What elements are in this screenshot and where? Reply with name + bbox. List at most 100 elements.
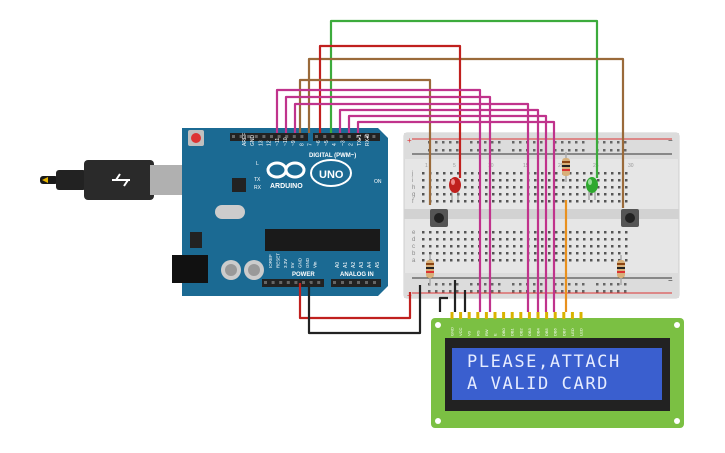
lcd-pin-label: DB4 — [536, 327, 541, 336]
top-pin-label: RX◂0 — [365, 134, 371, 146]
row-letters-bottom: e d c b a — [412, 230, 416, 264]
column-number-15: 15 — [523, 163, 529, 169]
wire-magenta-3 — [293, 102, 530, 312]
power-pin-label: GND — [298, 257, 303, 268]
top-pin-label: ~10 — [283, 137, 289, 146]
arduino-uno-board[interactable]: ARDUINO UNO DIGITAL (PWM~) POWER ANALOG … — [172, 128, 388, 296]
lcd-pin-label: RS — [475, 330, 480, 336]
push-button-1[interactable] — [430, 209, 448, 227]
row-letter-a: a — [412, 258, 416, 264]
column-number-1: 1 — [425, 163, 428, 169]
red-led[interactable] — [449, 177, 461, 200]
analog-pin-label: A2 — [351, 262, 357, 268]
row-letters-top: j i h g f — [411, 171, 415, 205]
resistor-3[interactable] — [617, 255, 625, 285]
column-number-30: 30 — [628, 163, 634, 169]
power-pin-label: GND — [305, 257, 310, 268]
column-number-20: 20 — [558, 163, 564, 169]
lcd-pin[interactable] — [545, 312, 549, 319]
top-pin-label: ~9 — [291, 140, 297, 146]
power-pin-label: IOREF — [268, 254, 273, 268]
top-pin-label: 8 — [299, 143, 305, 146]
analog-pins-label: ANALOG IN — [340, 272, 374, 278]
lcd-pin[interactable] — [562, 312, 566, 319]
lcd-pin[interactable] — [450, 312, 454, 319]
lcd-pin-label: LED — [570, 328, 575, 336]
lcd-pin-label: DB0 — [501, 327, 506, 336]
l-led-label: L — [256, 161, 259, 167]
lcd-pin[interactable] — [476, 312, 480, 319]
lcd-pin[interactable] — [502, 312, 506, 319]
lcd-pin[interactable] — [553, 312, 557, 319]
power-pin-label: 3.3V — [283, 259, 288, 268]
analog-pin-label: A4 — [367, 262, 373, 268]
column-number-5: 5 — [453, 163, 456, 169]
lcd-pin-label: DB3 — [527, 327, 532, 336]
power-pin-label: 5V — [290, 262, 295, 268]
wire-magenta-4 — [338, 108, 540, 312]
top-pin-label: 4 — [332, 143, 338, 146]
top-pin-label: 7 — [308, 143, 314, 146]
resistor-2[interactable] — [426, 255, 434, 285]
arduino-brand-label: ARDUINO — [270, 183, 303, 190]
top-pin-label: 2 — [349, 143, 355, 146]
row-letter-i: i — [412, 178, 413, 184]
wire-magenta-5 — [347, 114, 548, 312]
wire-magenta-6 — [356, 120, 556, 312]
lcd-text-line-2: A VALID CARD — [467, 374, 610, 394]
lcd-pin[interactable] — [493, 312, 497, 319]
wire-black-gnd — [307, 283, 422, 335]
green-led[interactable] — [586, 177, 598, 200]
wire-magenta-1 — [275, 88, 482, 312]
top-pin-label: 12 — [267, 140, 273, 146]
lcd-pin-label: DB7 — [561, 327, 566, 336]
lcd-pin[interactable] — [579, 312, 583, 319]
top-pin-label: AREF — [242, 133, 248, 146]
digital-pins-label: DIGITAL (PWM~) — [309, 153, 356, 159]
row-letter-d: d — [412, 237, 415, 243]
usb-cable[interactable] — [40, 160, 190, 200]
arduino-logo — [266, 159, 352, 187]
top-pin-label: ~5 — [324, 140, 330, 146]
lcd-pin[interactable] — [519, 312, 523, 319]
wire-green — [329, 19, 599, 178]
analog-pin-label: A5 — [375, 262, 381, 268]
lcd-pin[interactable] — [459, 312, 463, 319]
lcd-pin[interactable] — [467, 312, 471, 319]
wire-brown-2 — [298, 78, 432, 205]
lcd-pin-label: DB5 — [544, 327, 549, 336]
top-pin-label: ~6 — [316, 140, 322, 146]
column-number-25: 25 — [593, 163, 599, 169]
power-pin-label: Vin — [312, 261, 317, 268]
wire-magenta-2 — [284, 95, 492, 312]
lcd-pin-label: RW — [484, 329, 489, 336]
lcd-text-line-1: PLEASE,ATTACH — [467, 352, 621, 372]
svg-text:−: − — [668, 136, 673, 145]
lcd-pin-label: V0 — [467, 330, 472, 336]
resistor-1[interactable] — [562, 152, 570, 182]
lcd-pin[interactable] — [536, 312, 540, 319]
lcd-pin[interactable] — [570, 312, 574, 319]
tx-led-label: TX — [254, 177, 261, 183]
row-letter-h: h — [412, 185, 415, 191]
top-pin-label: GND — [250, 134, 256, 146]
top-pin-label: ~3 — [340, 140, 346, 146]
top-pin-label: 13 — [258, 140, 264, 146]
lcd-pin-label: DB2 — [518, 327, 523, 336]
lcd-pin-label: LED — [579, 328, 584, 336]
wires — [275, 19, 625, 335]
row-letter-j: j — [411, 171, 413, 177]
row-letter-c: c — [412, 244, 415, 250]
power-pins-label: POWER — [292, 272, 315, 278]
svg-text:+: + — [407, 136, 412, 145]
lcd-pin[interactable] — [484, 312, 488, 319]
svg-text:−: − — [668, 276, 673, 285]
lcd-pin[interactable] — [527, 312, 531, 319]
push-button-2[interactable] — [621, 209, 639, 227]
lcd-pin[interactable] — [510, 312, 514, 319]
wire-red-5v — [298, 283, 412, 320]
breadboard[interactable]: j i h g f e d c b a 1 5 10 15 20 25 30 +… — [403, 132, 680, 300]
on-led-label: ON — [374, 179, 382, 185]
